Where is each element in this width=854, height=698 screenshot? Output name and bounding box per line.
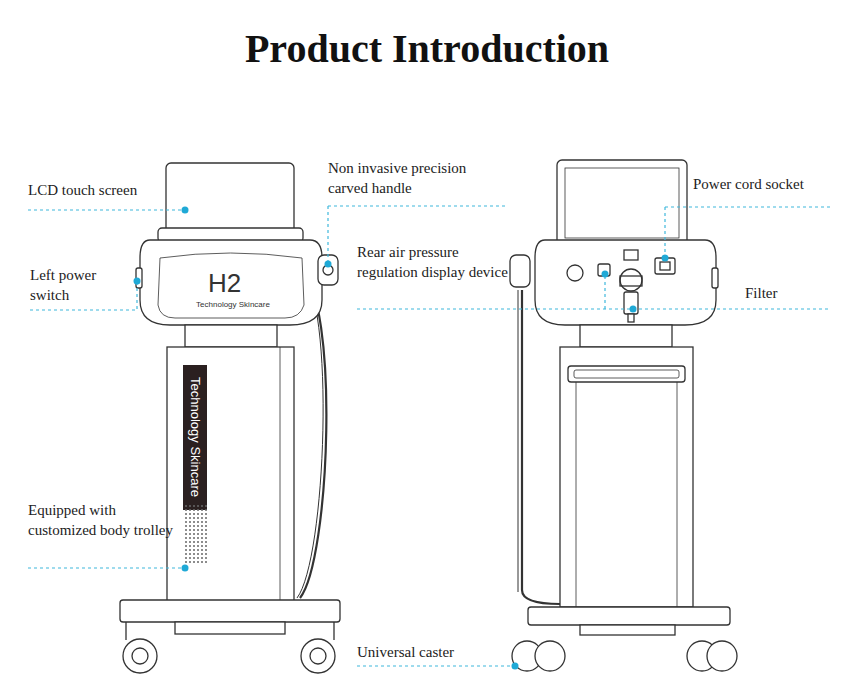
- callout-label: LCD touch screen: [28, 180, 178, 200]
- brand-text: Technology Skincare: [187, 377, 203, 497]
- brand-text: H2: [208, 268, 241, 298]
- callout-label: Power cord socket: [693, 174, 843, 194]
- brand-text: Technology Skincare: [196, 300, 270, 310]
- callout-label: Rear air pressure regulation display dev…: [357, 242, 517, 282]
- callout-label: Equipped with customized body trolley: [28, 500, 178, 540]
- callout-label: Left power switch: [30, 265, 130, 305]
- callout-label: Non invasive precision carved handle: [328, 158, 503, 198]
- page-title: Product Introduction: [0, 26, 854, 72]
- callout-label: Filter: [745, 283, 805, 303]
- callout-label: Universal caster: [357, 642, 507, 662]
